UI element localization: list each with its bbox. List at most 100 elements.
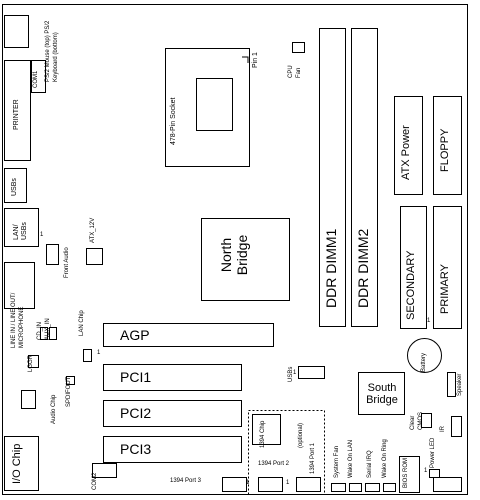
clear-cmos-label: Clear CMOS (410, 412, 424, 430)
battery (407, 338, 442, 373)
pin1-marker-label: 1 (293, 370, 297, 376)
port2-1394-header (258, 477, 283, 492)
back-usb-connector (4, 168, 27, 203)
atx12v-label: ATX_12V (90, 217, 96, 243)
spdifout-label: SPDIFOUT (66, 376, 72, 407)
com1-label: COM1 (33, 70, 39, 88)
pin1-marker-label: 1 (424, 468, 428, 474)
port3-1394-header (222, 477, 247, 492)
pin1-label: Pin 1 (252, 52, 259, 68)
aux-in-label: AUX_IN (45, 318, 51, 340)
cd-in-label: CD_IN (37, 321, 43, 340)
board-outline (2, 4, 468, 495)
port3-1394-label: 1394 Port 3 (170, 478, 202, 484)
system-fan-header (331, 483, 346, 492)
io-chip-label: I/O Chip (11, 443, 23, 484)
aux-in-header (49, 327, 57, 340)
cd-in-header (40, 327, 48, 340)
wake-on-ring-label: Wake On Ring (382, 439, 388, 478)
pin1-marker-label: 1 (427, 318, 431, 324)
ps2-connector (4, 15, 29, 48)
wake-on-lan-header (349, 483, 362, 492)
spdifout-header (66, 376, 75, 385)
ps2-label: PS/2 Mouse (top) PS/2 Keyboard (bottom) (45, 20, 59, 82)
socket-label: 478-Pin Socket (170, 97, 177, 145)
lggr-label: LGGR (28, 354, 34, 372)
port1-1394-header (296, 477, 321, 492)
pci1-slot (103, 364, 242, 391)
printer-connector (4, 60, 31, 161)
printer-label: PRINTER (13, 99, 20, 130)
lggr-header (28, 355, 39, 368)
port2-1394-label: 1394 Port 2 (258, 461, 290, 467)
battery-label: Battery (421, 352, 427, 372)
speaker-header (447, 372, 456, 397)
front-usb-header (298, 366, 325, 379)
pci2-slot (103, 400, 242, 427)
atx-power-label: ATX Power (400, 125, 412, 180)
pci3-label: PCI3 (120, 441, 152, 457)
ddr-dimm2-label: DDR DIMM2 (355, 228, 371, 308)
power-led-label: Power LED (430, 437, 436, 468)
com2-header (92, 463, 117, 478)
floppy-connector (433, 96, 462, 195)
port1-1394-label: 1394 Port 1 (310, 442, 316, 474)
agp-label: AGP (120, 327, 150, 343)
audio-chip (21, 390, 36, 409)
line-in-out-mic-label: LINE IN / LINE OUT/ MICROPHONE (11, 292, 25, 348)
cpu-socket-outer (165, 48, 250, 167)
front-audio-label: Front Audio (64, 247, 70, 278)
system-fan-label: System Fan (334, 445, 340, 478)
ddr-dimm1-label: DDR DIMM1 (323, 228, 339, 308)
bios-rom-label: BIOS ROM (403, 457, 409, 488)
lan-usb-connector (4, 208, 39, 247)
cpu-fan-header (292, 42, 305, 53)
lan-chip-label: LAN Chip (79, 310, 85, 336)
clear-cmos-jumper (421, 413, 432, 428)
pin1-marker-label: 1 (286, 480, 290, 486)
pin1-marker-label: 1 (246, 480, 250, 486)
secondary-label: SECONDARY (405, 250, 417, 320)
ir-header (451, 416, 462, 437)
wake-on-ring-header (383, 483, 396, 492)
optional-label: (optional) (298, 422, 304, 448)
south-bridge-chip (358, 372, 405, 415)
primary-ide-connector (433, 206, 462, 329)
serial-irq-label: Serial IRQ (367, 450, 373, 478)
com2-label: COM2 (92, 472, 98, 490)
pin1-marker-label: 1 (97, 350, 101, 356)
ir-label: IR (440, 426, 446, 432)
secondary-ide-connector (400, 206, 427, 329)
speaker-label: Speaker (457, 373, 463, 396)
front-panel-header (433, 477, 462, 492)
com1-connector (31, 60, 46, 93)
lan-usbs-label: LAN/ USBs (13, 222, 28, 240)
south-bridge-label: South Bridge (366, 382, 398, 406)
pci2-label: PCI2 (120, 405, 152, 421)
pci3-slot (103, 436, 242, 463)
power-led-header (429, 469, 440, 478)
serial-irq-header (365, 483, 380, 492)
usbs-back-label: USBs (11, 178, 18, 196)
pin1-marker-label: 1 (40, 232, 44, 238)
atx12v-connector (86, 248, 103, 265)
chip-1394-label: 1394 Chip (260, 420, 266, 448)
ddr-dimm2-slot (351, 28, 378, 327)
pci1-label: PCI1 (120, 369, 152, 385)
optional-1394-region (248, 410, 325, 495)
line-in-out-mic-jacks (4, 262, 35, 309)
agp-slot (103, 323, 274, 347)
audio-chip-label: Audio Chip (51, 394, 57, 424)
ddr-dimm1-slot (319, 28, 346, 327)
bios-rom-chip (399, 456, 420, 493)
cpu-socket-inner (196, 78, 233, 131)
primary-label: PRIMARY (439, 264, 451, 314)
pin1-marker (242, 56, 249, 63)
cpu-fan-label: CPU Fan (288, 65, 302, 78)
atx-power-connector (394, 96, 423, 195)
io-chip (4, 436, 39, 491)
front-audio-header (46, 244, 59, 265)
chip-1394 (252, 414, 281, 445)
floppy-label: FLOPPY (439, 128, 451, 172)
